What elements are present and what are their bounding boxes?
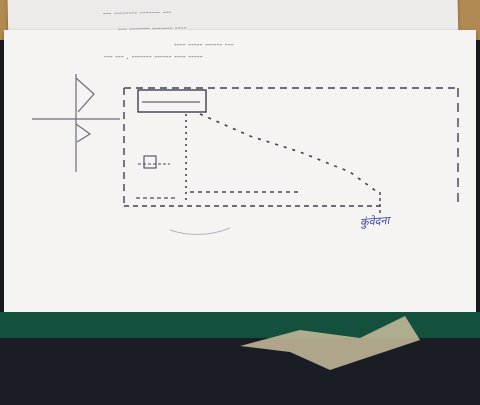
main-diagram-frame xyxy=(123,87,459,207)
front-sheet-heading: ---- ----- ------ --- xyxy=(174,40,234,49)
small-sketch-upper-wedge xyxy=(75,77,95,113)
small-axes-sketch xyxy=(32,74,120,172)
pen-signature: कुंवेदना xyxy=(359,213,390,230)
faint-arc xyxy=(169,227,231,235)
front-sheet-subheading: --- --- . ------- ------ ---- ----- xyxy=(104,52,203,61)
small-sketch-lower-wedge xyxy=(75,123,92,143)
inner-top-box xyxy=(137,89,207,113)
fabric-highlight xyxy=(240,316,420,370)
dark-fabric xyxy=(0,338,480,405)
diagonal-dashed-line xyxy=(199,113,381,195)
front-paper-sheet: ---- ----- ------ --- --- --- . ------- … xyxy=(4,30,476,322)
small-square-mark xyxy=(143,155,157,169)
